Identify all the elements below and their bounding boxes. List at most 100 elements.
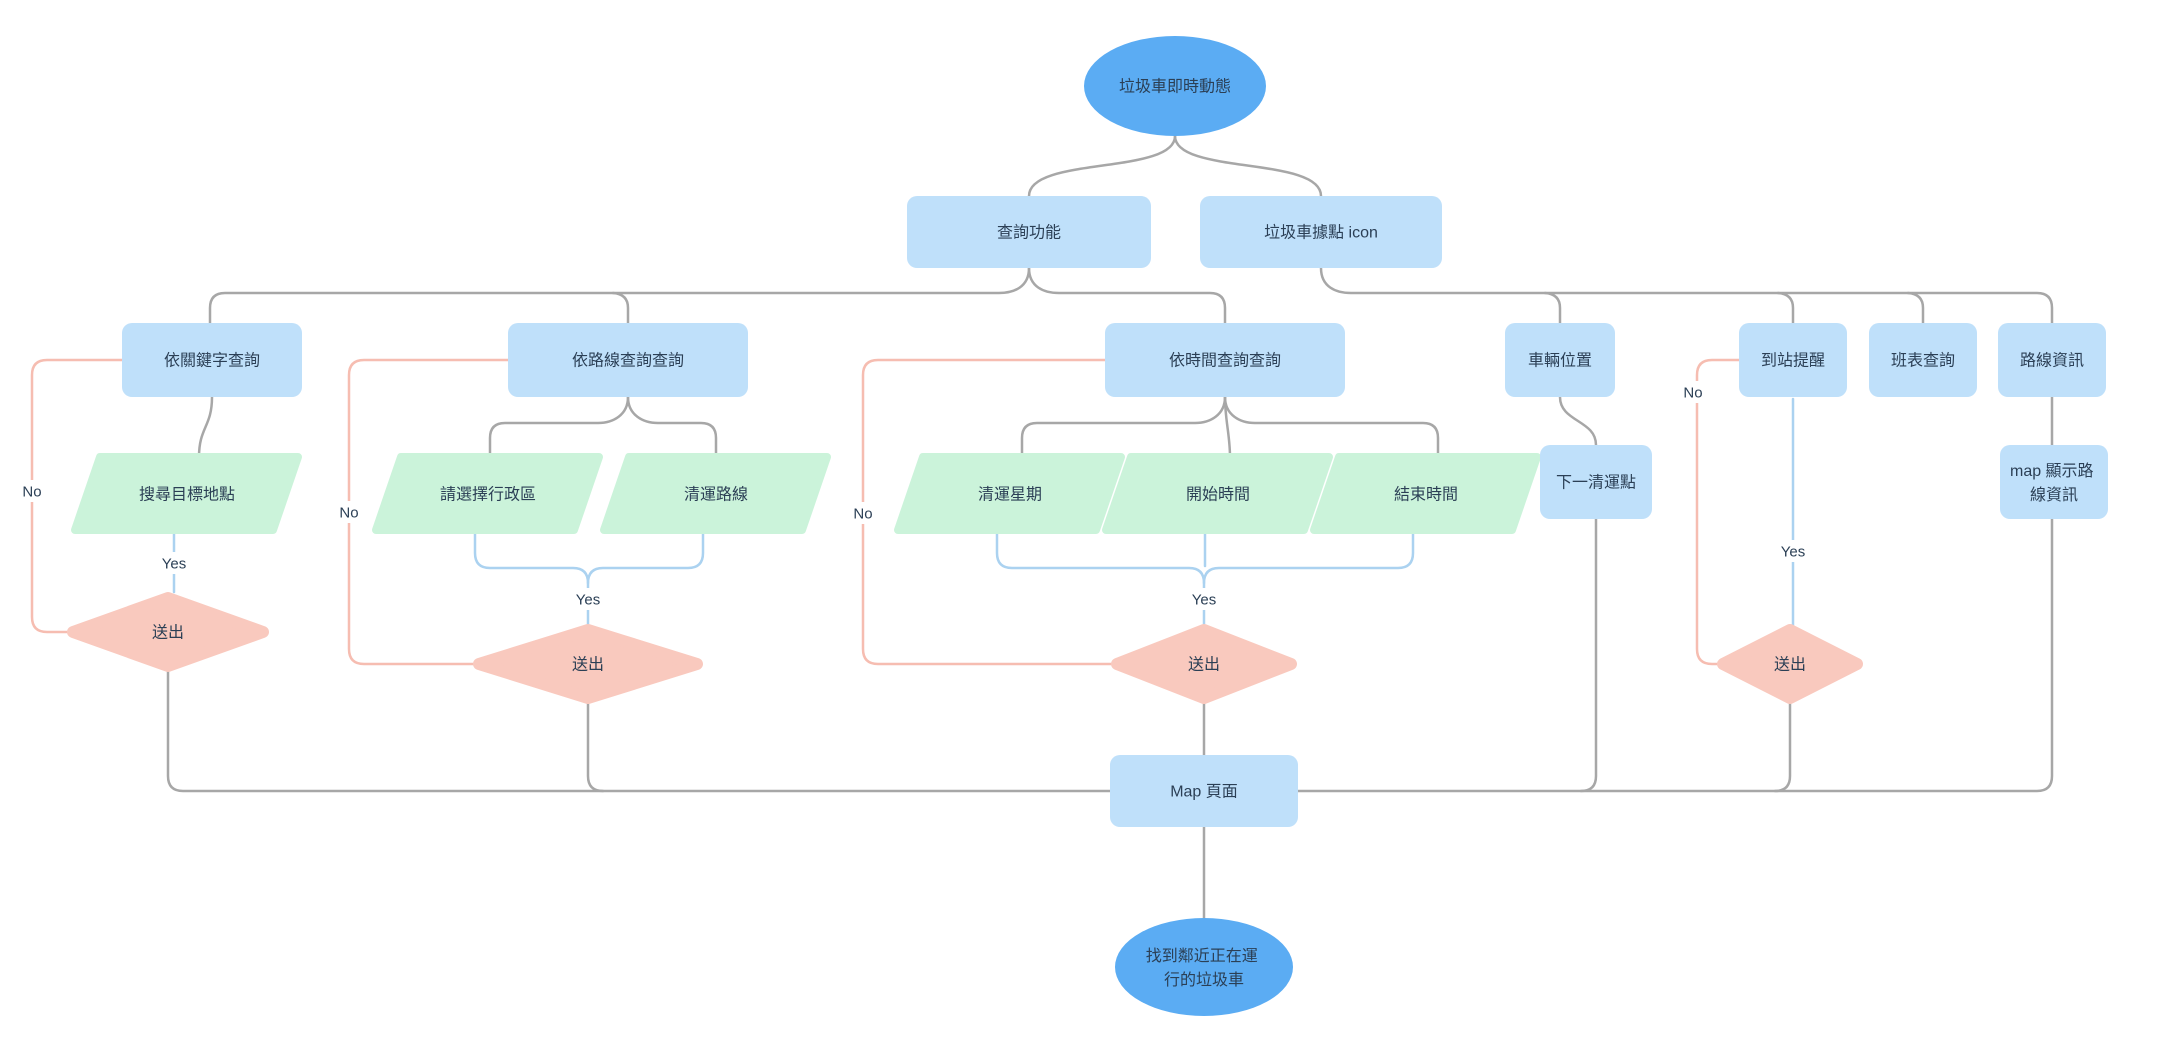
by-time-rect: [1105, 323, 1345, 397]
edge-submit2-join-rail: [586, 699, 605, 793]
node-select-district[interactable]: 請選擇行政區: [372, 453, 603, 534]
edge-label-no-keyword: No: [17, 480, 47, 502]
edge-rail-drop-arrival: [1776, 291, 1795, 325]
end-label-line1: 找到鄰近正在運: [1146, 947, 1258, 965]
vehicle-position-label: 車輛位置: [1528, 352, 1592, 370]
edge-keyword-to-search: [197, 395, 214, 459]
by-time-label: 依時間查詢查詢: [1169, 352, 1281, 370]
collection-route-label: 清運路線: [684, 486, 748, 504]
node-submit-route[interactable]: 送出: [473, 624, 703, 704]
submit-route-diamond: [473, 624, 703, 704]
node-submit-arrival[interactable]: 送出: [1717, 624, 1863, 704]
node-by-route[interactable]: 依路線查詢查詢: [508, 323, 748, 397]
start-ellipse: [1084, 36, 1266, 136]
end-ellipse: [1115, 918, 1293, 1016]
edge-rail-drop-route: [611, 291, 630, 325]
edge-yes-time-brace-right: [1202, 528, 1415, 585]
edge-query-rail-right: [1027, 266, 1227, 325]
edge-time-fork-right: [1223, 395, 1440, 459]
search-target-parallelogram: [71, 453, 302, 534]
edge-route-fork-right: [626, 395, 718, 459]
edge-submit1-to-map-rail: [166, 667, 1112, 793]
edge-yes-route-brace-right: [586, 528, 705, 585]
node-end-time[interactable]: 結束時間: [1310, 453, 1541, 534]
select-district-label: 請選擇行政區: [440, 486, 536, 504]
node-query-function[interactable]: 查詢功能: [907, 196, 1151, 268]
next-point-label: 下一清運點: [1556, 474, 1636, 492]
map-route-info-line2: 線資訊: [2030, 486, 2078, 504]
node-by-keyword[interactable]: 依關鍵字查詢: [122, 323, 302, 397]
node-by-time[interactable]: 依時間查詢查詢: [1105, 323, 1345, 397]
edge-label-yes-keyword: Yes: [157, 552, 191, 574]
edge-rail-drop-schedule: [1906, 291, 1925, 325]
node-arrival-alert[interactable]: 到站提醒: [1739, 323, 1847, 397]
start-time-parallelogram: [1102, 453, 1333, 534]
no-time-text: No: [853, 505, 872, 522]
map-route-info-label: map 顯示路 線資訊: [2010, 462, 2098, 504]
node-map-page[interactable]: Map 頁面: [1110, 755, 1298, 827]
submit-keyword-diamond: [67, 592, 269, 672]
node-collection-route[interactable]: 清運路線: [600, 453, 831, 534]
node-map-route-info[interactable]: map 顯示路 線資訊: [2000, 445, 2108, 519]
node-vehicle-position[interactable]: 車輛位置: [1505, 323, 1615, 397]
map-route-info-line1: map 顯示路: [2010, 462, 2094, 480]
end-time-label: 結束時間: [1394, 486, 1458, 504]
start-label: 垃圾車即時動態: [1119, 78, 1231, 96]
edge-rail-drop-vehicle: [1543, 291, 1562, 325]
node-truck-icon[interactable]: 垃圾車據點 icon: [1200, 196, 1442, 268]
edge-label-yes-route: Yes: [571, 588, 605, 610]
submit-time-diamond: [1111, 624, 1297, 704]
node-collection-weekday[interactable]: 清運星期: [894, 453, 1125, 534]
start-time-label: 開始時間: [1186, 486, 1250, 504]
edge-yes-time-brace-left: [995, 528, 1206, 591]
edge-yes-route-brace-left: [473, 528, 590, 591]
query-function-rect: [907, 196, 1151, 268]
truck-icon-rect: [1200, 196, 1442, 268]
node-route-info[interactable]: 路線資訊: [1998, 323, 2106, 397]
submit-arrival-diamond: [1717, 624, 1863, 704]
edge-vehicle-to-nextpoint: [1558, 395, 1598, 447]
edge-nextpoint-join-rail: [1579, 517, 1598, 793]
schedule-query-rect: [1869, 323, 1977, 397]
next-point-rect: [1540, 445, 1652, 519]
arrival-alert-rect: [1739, 323, 1847, 397]
no-keyword-text: No: [22, 483, 41, 500]
yes-keyword-text: Yes: [162, 555, 186, 572]
blue-edges: [172, 397, 1795, 627]
edge-start-to-truckicon: [1173, 134, 1323, 198]
truck-icon-label: 垃圾車據點 icon: [1264, 224, 1378, 242]
node-search-target[interactable]: 搜尋目標地點: [71, 453, 302, 534]
edge-time-fork-left: [1020, 395, 1227, 459]
gray-edges: [166, 134, 2054, 920]
yes-route-text: Yes: [576, 591, 600, 608]
query-function-label: 查詢功能: [997, 224, 1061, 242]
edge-label-no-arrival: No: [1678, 381, 1708, 403]
node-submit-time[interactable]: 送出: [1111, 624, 1297, 704]
end-label-line2: 行的垃圾車: [1164, 971, 1244, 989]
no-arrival-text: No: [1683, 384, 1702, 401]
node-schedule-query[interactable]: 班表查詢: [1869, 323, 1977, 397]
route-info-label: 路線資訊: [2020, 352, 2084, 370]
node-start[interactable]: 垃圾車即時動態: [1084, 36, 1266, 136]
edge-label-yes-time: Yes: [1187, 588, 1221, 610]
node-next-point[interactable]: 下一清運點: [1540, 445, 1652, 519]
map-route-info-rect: [2000, 445, 2108, 519]
map-page-label: Map 頁面: [1170, 784, 1238, 801]
submit-arrival-label: 送出: [1774, 656, 1806, 674]
edge-label-no-route: No: [334, 501, 364, 523]
collection-route-parallelogram: [600, 453, 831, 534]
collection-weekday-parallelogram: [894, 453, 1125, 534]
end-time-parallelogram: [1310, 453, 1541, 534]
edge-start-to-query: [1027, 134, 1177, 198]
no-route-text: No: [339, 504, 358, 521]
vehicle-position-rect: [1505, 323, 1615, 397]
select-district-parallelogram: [372, 453, 603, 534]
node-submit-keyword[interactable]: 送出: [67, 592, 269, 672]
node-start-time[interactable]: 開始時間: [1102, 453, 1333, 534]
edge-label-yes-arrival: Yes: [1776, 540, 1810, 562]
edge-submit4-join-rail: [1773, 699, 1792, 793]
schedule-query-label: 班表查詢: [1891, 352, 1955, 370]
node-end[interactable]: 找到鄰近正在運 行的垃圾車: [1115, 918, 1293, 1016]
